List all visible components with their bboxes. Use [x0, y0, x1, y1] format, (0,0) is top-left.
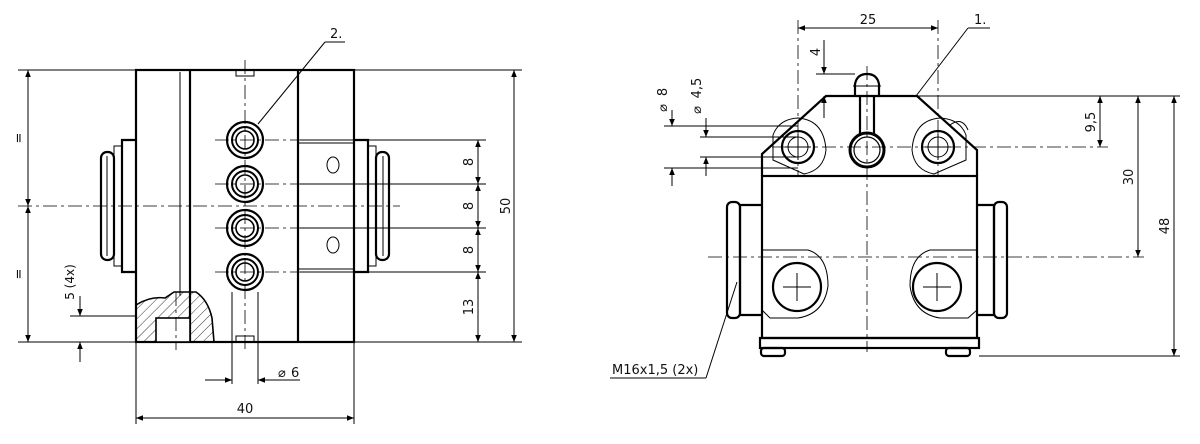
front-view: 2. 40 50 8 8 8 13 5 (4x) = = ⌀ 6 [12, 27, 522, 424]
dim-dia45-group: ⌀ 4,5 [690, 78, 705, 114]
dim-4-label: 4 [809, 48, 824, 56]
callout-2-label: 2. [330, 27, 342, 42]
front-dimension-lines [25, 41, 517, 421]
side-centerlines [708, 20, 1144, 352]
callout-1-label: 1. [974, 13, 986, 28]
foot-left [759, 346, 787, 358]
head-outline [760, 94, 979, 176]
top-notch [235, 70, 255, 77]
side-view: 1. 25 4 ⌀ 8 ⌀ 4,5 9,5 30 48 M16x1,5 (2x) [610, 13, 1180, 379]
dim-13-label: 13 [462, 299, 477, 316]
dia8-symbol: ⌀ [656, 104, 671, 112]
mount-boss-top-left [772, 117, 827, 175]
dim-30-label: 30 [1122, 169, 1137, 186]
dim-8a-label: 8 [462, 158, 477, 166]
base-plate [758, 336, 981, 350]
dim-8b-label: 8 [462, 202, 477, 210]
front-centerlines [18, 60, 400, 350]
dim-5-4x-label: 5 (4x) [63, 264, 77, 300]
lever-arc [949, 120, 969, 131]
thread-label: M16x1,5 (2x) [612, 363, 698, 378]
mount-boss-bottom-left [761, 249, 829, 319]
dim-50-label: 50 [499, 198, 514, 215]
dim-25-label: 25 [860, 13, 877, 28]
side-dimension-lines [610, 25, 1177, 379]
dim-eq-bottom-label: = [12, 269, 27, 280]
side-right-boss [977, 200, 1009, 320]
dia-6-symbol: ⌀ [278, 366, 286, 381]
dim-40-label: 40 [237, 402, 254, 417]
bottom-cutaway [135, 291, 215, 343]
dim-8c-label: 8 [462, 246, 477, 254]
dim-eq-top-label: = [12, 133, 27, 144]
mount-boss-bottom-right [909, 249, 978, 319]
dia45-symbol: ⌀ [690, 106, 705, 114]
dim-95-label: 9,5 [1084, 112, 1099, 133]
dim-48-label: 48 [1158, 218, 1173, 235]
side-extension-lines [664, 73, 1180, 357]
front-extension-lines [18, 69, 522, 424]
dim-dia6-label: 6 [291, 366, 299, 381]
dim-dia45-label: 4,5 [690, 78, 705, 99]
mount-boss-top-right [911, 117, 967, 175]
foot-right [944, 346, 972, 358]
dim-dia8-group: ⌀ 8 [656, 88, 671, 112]
dim-dia8-label: 8 [656, 88, 671, 96]
mount-hole-bottom-right [911, 261, 963, 313]
mount-hole-bottom-left [771, 261, 823, 313]
side-left-boss [725, 200, 762, 320]
